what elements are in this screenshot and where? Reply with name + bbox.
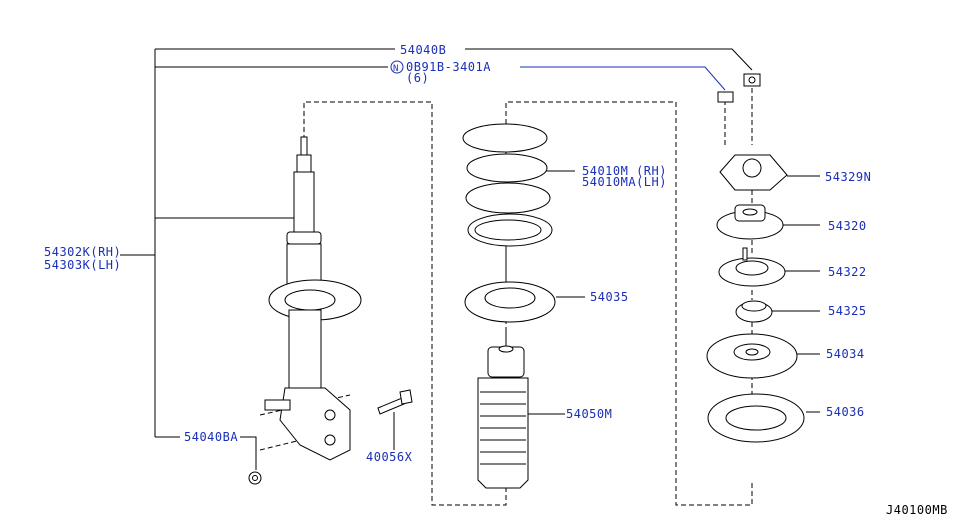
nut-54040ba — [248, 471, 262, 485]
leader-lines — [120, 48, 820, 470]
label-nut-qty: (6) — [406, 71, 429, 85]
bearing-54325 — [735, 300, 773, 323]
label-n: N — [393, 64, 399, 74]
label-strut-lh: 54303K(LH) — [44, 258, 121, 272]
label-rubber-seat: 54036 — [826, 405, 865, 419]
nut-54040b — [743, 73, 761, 87]
label-bolt: 40056X — [366, 450, 413, 464]
insulator-54322 — [718, 247, 786, 287]
rubber-seat-54036 — [707, 393, 805, 443]
label-strut-rh: 54302K(RH) — [44, 245, 121, 259]
label-spring-rh: 54010M (RH) — [582, 164, 667, 178]
coil-spring — [462, 123, 553, 247]
diagram-code: J40100MB — [886, 503, 948, 517]
strut-assembly — [264, 136, 362, 461]
plate-54329n — [719, 154, 788, 191]
bolt-40056x — [377, 389, 413, 415]
label-upper-seat: 54034 — [826, 347, 865, 361]
label-nut-ref: 0B91B-3401A — [406, 60, 491, 74]
nut-0b918 — [717, 91, 734, 103]
spring-seat-54035 — [464, 281, 556, 323]
label-bracket: 54040BA — [184, 430, 238, 444]
label-seat: 54035 — [590, 290, 629, 304]
upper-seat-54034 — [706, 333, 798, 379]
label-spring-lh: 54010MA(LH) — [582, 175, 667, 189]
label-mount: 54320 — [828, 219, 867, 233]
label-bearing: 54325 — [828, 304, 867, 318]
label-top-bolt: 54040B — [400, 43, 446, 57]
label-insulator: 54322 — [828, 265, 867, 279]
n-circle-icon — [390, 60, 404, 74]
mount-54320 — [716, 204, 784, 240]
bump-stop-54050m — [477, 345, 529, 489]
label-bumper: 54050M — [566, 407, 612, 421]
callout-labels: 54040B N 0B91B-3401A (6) 54302K(RH) 5430… — [44, 43, 948, 517]
label-plate: 54329N — [825, 170, 871, 184]
